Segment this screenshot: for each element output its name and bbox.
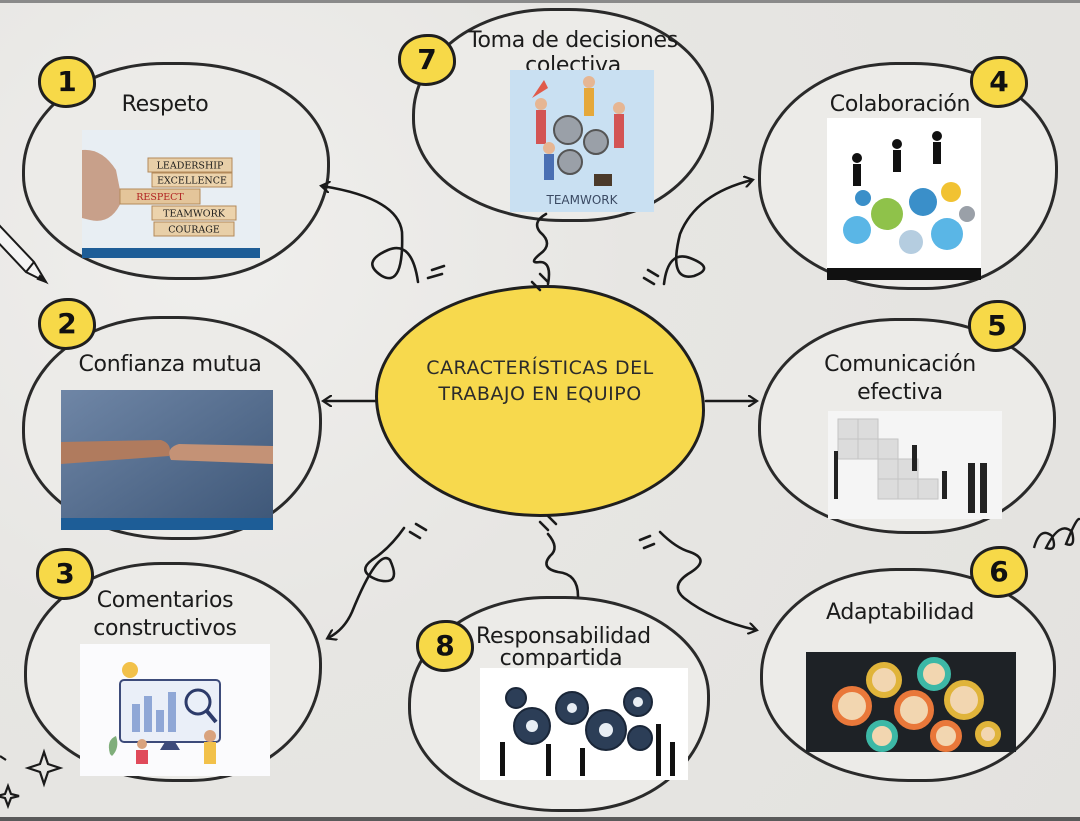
node-2-number: 2: [38, 298, 96, 350]
node-1-title: Respeto: [121, 92, 209, 117]
node-6-title: Adaptabilidad: [826, 600, 974, 625]
top-border: [0, 0, 1080, 3]
block-respect: RESPECT: [136, 192, 184, 203]
connector-to-respeto: [322, 186, 420, 284]
central-topic-line1: CARACTERÍSTICAS DEL: [426, 357, 654, 379]
connector-to-comentarios: [328, 526, 406, 638]
collaboration-photo: [827, 118, 981, 280]
block-excellence: EXCELLENCE: [157, 176, 227, 187]
node-5-title-line1: Comunicación: [824, 352, 976, 377]
communication-photo: [828, 411, 1002, 519]
node-2-title: Confianza mutua: [78, 352, 262, 377]
node-3-title-line1: Comentarios: [96, 588, 234, 613]
node-1-number: 1: [38, 56, 96, 108]
node-8-title-line2: compartida: [499, 646, 623, 671]
block-teamwork: TEAMWORK: [163, 209, 226, 220]
bottom-border: [0, 817, 1080, 821]
connector-to-colaboracion: [662, 180, 752, 286]
fist-bump-photo: [61, 390, 273, 530]
respect-photo: LEADERSHIP EXCELLENCE RESPECT TEAMWORK C…: [82, 130, 260, 258]
central-topic-title: CARACTERÍSTICAS DEL TRABAJO EN EQUIPO: [400, 355, 680, 407]
star-doodles: [0, 748, 64, 810]
block-leadership: LEADERSHIP: [157, 161, 224, 172]
node-4-title: Colaboración: [829, 92, 971, 117]
connector-to-decisiones: [532, 212, 551, 286]
block-courage: COURAGE: [168, 225, 220, 236]
node-7-title-line1: Toma de decisiones: [468, 28, 678, 53]
node-5-title-line2: efectiva: [857, 380, 943, 405]
node-3-number: 3: [36, 548, 94, 600]
central-topic-line2: TRABAJO EN EQUIPO: [438, 383, 642, 405]
node-3-title-line2: constructivos: [93, 616, 237, 641]
feedback-illustration: [80, 644, 270, 776]
connector-to-adaptabilidad: [658, 530, 756, 630]
node-7-number: 7: [398, 34, 456, 86]
central-topic-bubble: [375, 285, 705, 517]
pencil-doodle: [0, 224, 49, 285]
adaptability-illustration: [806, 652, 1016, 752]
node-4-number: 4: [970, 56, 1028, 108]
teamwork-caption: TEAMWORK: [546, 193, 619, 207]
node-6-number: 6: [970, 546, 1028, 598]
loop-doodle: [1032, 517, 1080, 550]
teamwork-illustration: TEAMWORK: [510, 70, 654, 212]
connector-to-responsabilidad: [545, 532, 580, 598]
node-5-number: 5: [968, 300, 1026, 352]
node-8-number: 8: [416, 620, 474, 672]
node-8-title-line1: Responsabilidad: [476, 624, 651, 649]
responsibility-photo: [480, 668, 688, 780]
